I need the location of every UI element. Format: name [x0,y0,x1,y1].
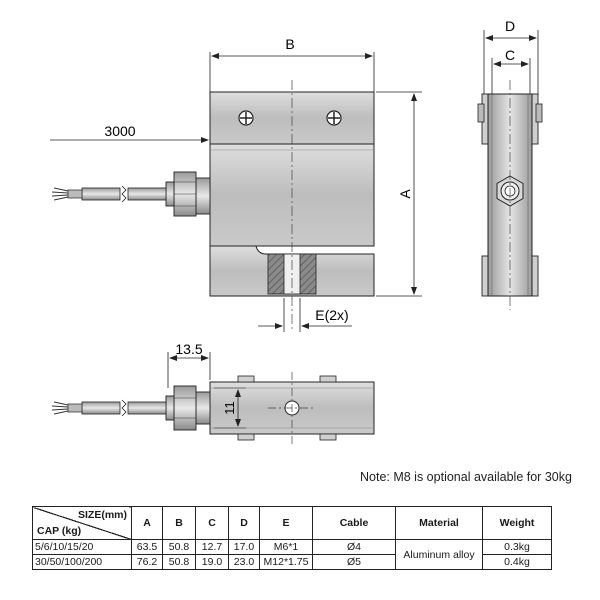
dimension-e-label: E(2x) [315,307,348,323]
cell-c: 12.7 [195,539,229,555]
spec-table: SIZE(mm) CAP (kg) A B C D E Cable Materi… [32,506,552,570]
dimension-height-small-label: 11 [222,401,237,415]
dimension-offset-label: 13.5 [175,341,202,357]
column-header-cable: Cable [312,506,396,540]
screw-icon [238,110,342,126]
cell-d: 17.0 [228,539,260,555]
column-header-c: C [195,506,229,540]
size-header: SIZE(mm) [77,509,127,521]
cell-a: 76.2 [131,554,163,570]
table-header-row: SIZE(mm) CAP (kg) A B C D E Cable Materi… [32,506,552,540]
cell-a: 63.5 [131,539,163,555]
cell-cable: Ø4 [312,539,396,555]
table-row: 30/50/100/200 76.2 50.8 19.0 23.0 M12*1.… [32,554,552,570]
table-corner-header: SIZE(mm) CAP (kg) [32,506,132,540]
table-row: 5/6/10/15/20 63.5 50.8 12.7 17.0 M6*1 Ø4… [32,539,552,570]
dimension-c-label: C [505,47,515,63]
cell-weight: 0.4kg [482,554,552,570]
cap-header: CAP (kg) [37,525,82,537]
column-header-weight: Weight [482,506,552,540]
cell-b: 50.8 [162,554,196,570]
cell-c: 19.0 [195,554,229,570]
cell-b: 50.8 [162,539,196,555]
column-header-material: Material [395,506,483,540]
dimension-cable-length-label: 3000 [104,123,135,139]
cell-cable: Ø5 [312,554,396,570]
side-view: D C [477,18,543,310]
top-view: 13.5 11 [51,341,375,444]
cell-e: M12*1.75 [259,554,313,570]
front-view: B 3000 A [50,36,422,332]
cell-cap: 30/50/100/200 [32,554,132,570]
dimension-d-label: D [505,18,515,34]
column-header-b: B [162,506,196,540]
cell-e: M6*1 [259,539,313,555]
dimension-a-label: A [397,189,413,199]
cell-d: 23.0 [228,554,260,570]
column-header-d: D [228,506,260,540]
column-header-e: E [259,506,313,540]
technical-drawing: B 3000 A [50,18,543,444]
optional-note: Note: M8 is optional available for 30kg [360,470,572,484]
cell-material: Aluminum alloy [395,539,483,570]
dimension-b-label: B [285,36,294,52]
column-header-a: A [131,506,163,540]
cell-weight: 0.3kg [482,539,552,555]
cell-cap: 5/6/10/15/20 [32,539,132,555]
